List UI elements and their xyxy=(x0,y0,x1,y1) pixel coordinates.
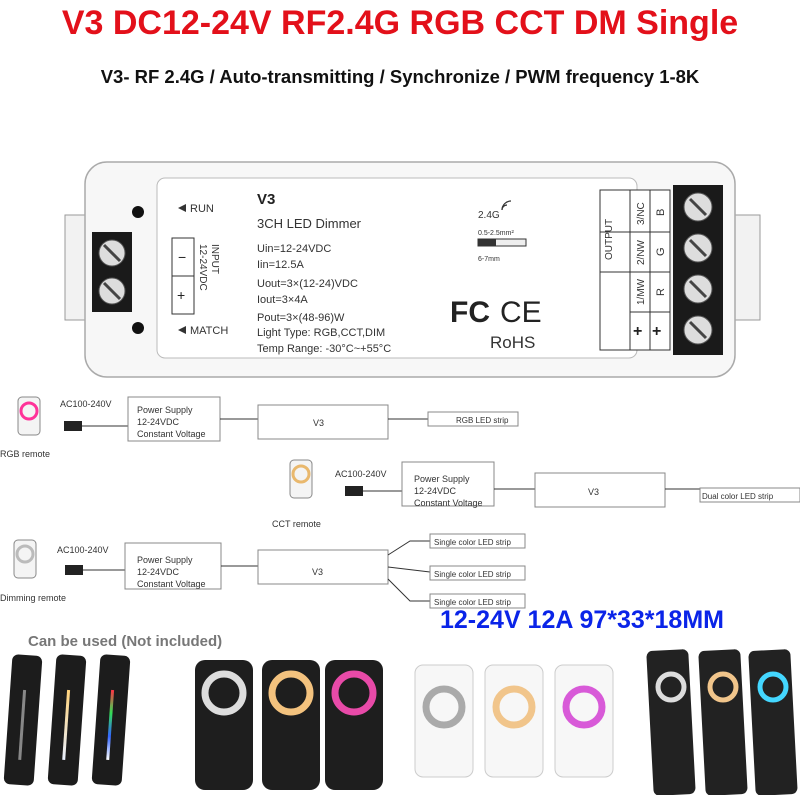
remote-wheel-dim-black xyxy=(195,660,253,790)
svg-text:Single color LED strip: Single color LED strip xyxy=(434,598,511,607)
remote-tall-rgb xyxy=(748,649,798,795)
device-model: V3 xyxy=(257,191,275,208)
svg-text:Single color LED strip: Single color LED strip xyxy=(434,538,511,547)
rohs-mark: RoHS xyxy=(490,333,535,352)
device-temp-range: Temp Range: -30°C~+55°C xyxy=(257,343,391,355)
remote-tall-cct xyxy=(698,649,748,795)
remote-slim-dim xyxy=(3,654,43,786)
svg-text:Dual color LED strip: Dual color LED strip xyxy=(702,492,774,501)
svg-text:Constant Voltage: Constant Voltage xyxy=(137,579,206,589)
output-plus-1: + xyxy=(633,323,642,340)
device-uout: Uout=3×(12-24)VDC xyxy=(257,278,358,290)
remotes-note: Can be used (Not included) xyxy=(28,633,223,650)
remote-wheel-cct-white xyxy=(484,664,544,778)
svg-text:V3: V3 xyxy=(588,487,599,497)
wiring-diagram-dimming: Dimming remote AC100-240V Power Supply 1… xyxy=(0,533,526,609)
remote-tall-dim xyxy=(646,649,696,795)
channel-g-label: G xyxy=(655,247,667,256)
remote-slim-rgb xyxy=(91,654,131,786)
remote-wheel-rgb-black xyxy=(325,660,383,790)
compatible-remotes xyxy=(3,649,798,795)
output-label: OUTPUT xyxy=(604,219,615,260)
device-name: 3CH LED Dimmer xyxy=(257,216,362,231)
remote-label-cct: CCT remote xyxy=(272,519,321,529)
power-plug-icon xyxy=(345,486,363,496)
ce-mark: CE xyxy=(500,296,542,329)
wifi-icon xyxy=(501,200,512,211)
channel-r-label: R xyxy=(655,288,667,296)
wireless-label: 2.4G xyxy=(478,210,500,221)
power-plug-icon xyxy=(65,565,83,575)
input-voltage: 12-24VDC xyxy=(197,244,208,291)
remote-label-rgb: RGB remote xyxy=(0,449,50,459)
channel-1-label: 1/MW xyxy=(636,278,647,305)
input-label: INPUT xyxy=(209,244,220,274)
input-plus: + xyxy=(177,287,185,303)
page-title: V3 DC12-24V RF2.4G RGB CCT DM Single xyxy=(61,4,739,42)
svg-text:AC100-240V: AC100-240V xyxy=(60,399,112,409)
svg-text:Single color LED strip: Single color LED strip xyxy=(434,570,511,579)
svg-text:RGB LED strip: RGB LED strip xyxy=(456,416,509,425)
channel-b-label: B xyxy=(655,209,667,216)
wiring-diagram-cct: CCT remote AC100-240V Power Supply 12-24… xyxy=(272,459,800,529)
page-subtitle: V3- RF 2.4G / Auto-transmitting / Synchr… xyxy=(100,66,700,87)
power-plug-icon xyxy=(64,421,82,431)
remote-wheel-dim-white xyxy=(414,664,474,778)
device-light-type: Light Type: RGB,CCT,DIM xyxy=(257,327,385,339)
svg-text:12-24VDC: 12-24VDC xyxy=(137,417,180,427)
dimmer-device-illustration: RUN MATCH − + INPUT 12-24VDC V3 3CH LED … xyxy=(64,161,761,378)
match-label: MATCH xyxy=(190,325,228,337)
specs-label: 12-24V 12A 97*33*18MM xyxy=(440,606,724,634)
fcc-mark: FC xyxy=(450,296,490,329)
svg-text:V3: V3 xyxy=(313,418,324,428)
svg-text:Power Supply: Power Supply xyxy=(137,555,193,565)
device-uin: Uin=12-24VDC xyxy=(257,243,331,255)
svg-text:AC100-240V: AC100-240V xyxy=(57,545,109,555)
channel-3-label: 3/NC xyxy=(636,202,647,225)
device-pout: Pout=3×(48-96)W xyxy=(257,312,345,324)
svg-text:Constant Voltage: Constant Voltage xyxy=(414,498,483,508)
device-iin: Iin=12.5A xyxy=(257,259,304,271)
wiring-diagram-rgb: RGB remote AC100-240V Power Supply 12-24… xyxy=(0,396,519,459)
svg-text:Power Supply: Power Supply xyxy=(137,405,193,415)
input-minus: − xyxy=(178,249,186,265)
svg-text:12-24VDC: 12-24VDC xyxy=(414,486,457,496)
wire-size: 0.5-2.5mm² xyxy=(478,230,514,237)
svg-text:12-24VDC: 12-24VDC xyxy=(137,567,180,577)
svg-text:AC100-240V: AC100-240V xyxy=(335,469,387,479)
channel-2-label: 2/NW xyxy=(636,239,647,265)
svg-text:V3: V3 xyxy=(312,567,323,577)
remote-slim-cct xyxy=(47,654,87,786)
remote-label-dimming: Dimming remote xyxy=(0,593,66,603)
run-label: RUN xyxy=(190,203,214,215)
svg-text:Constant Voltage: Constant Voltage xyxy=(137,429,206,439)
svg-text:Power Supply: Power Supply xyxy=(414,474,470,484)
wiring-diagrams: RGB remote AC100-240V Power Supply 12-24… xyxy=(0,396,800,609)
strip-length: 6-7mm xyxy=(478,256,500,263)
device-iout: Iout=3×4A xyxy=(257,294,308,306)
remote-wheel-cct-black xyxy=(262,660,320,790)
output-plus-2: + xyxy=(652,323,661,340)
remote-wheel-rgb-white xyxy=(554,664,614,778)
